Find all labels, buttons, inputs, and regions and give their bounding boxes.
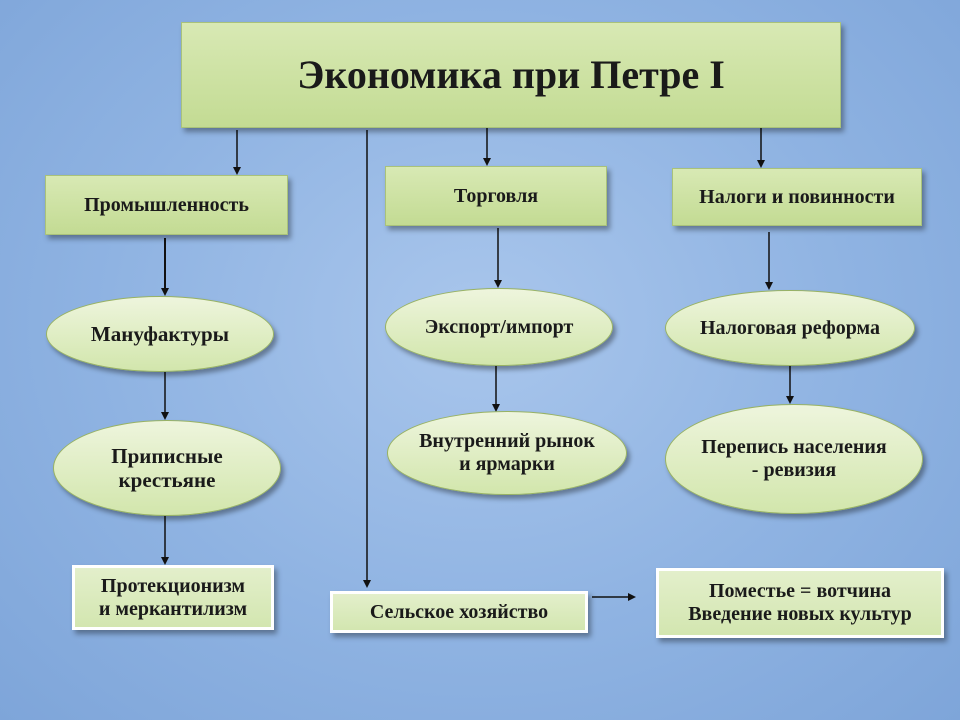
node-estate-label: Поместье = вотчина Введение новых культу…: [688, 580, 912, 625]
node-export-import: Экспорт/импорт: [385, 288, 613, 366]
category-industry-label: Промышленность: [84, 193, 249, 216]
node-tax-reform-label: Налоговая реформа: [699, 316, 881, 339]
category-agriculture: Сельское хозяйство: [330, 591, 588, 633]
node-protectionism-label: Протекционизм и меркантилизм: [98, 574, 248, 620]
node-manufactories-label: Мануфактуры: [90, 321, 230, 346]
node-internal-market: Внутренний рынок и ярмарки: [387, 411, 627, 495]
page-title: Экономика при Петре I: [297, 52, 725, 97]
node-census-label: Перепись населения - ревизия: [701, 436, 887, 481]
node-internal-market-label: Внутренний рынок и ярмарки: [419, 430, 595, 475]
title-box: Экономика при Петре I: [181, 22, 841, 128]
node-protectionism: Протекционизм и меркантилизм: [72, 565, 274, 630]
category-taxes: Налоги и повинности: [672, 168, 922, 226]
category-trade: Торговля: [385, 166, 607, 226]
category-trade-label: Торговля: [453, 184, 539, 207]
category-agriculture-label: Сельское хозяйство: [369, 600, 549, 623]
node-estate: Поместье = вотчина Введение новых культу…: [656, 568, 944, 638]
node-tax-reform: Налоговая реформа: [665, 290, 915, 366]
node-assigned-peasants-label: Приписные крестьяне: [111, 443, 223, 492]
category-industry: Промышленность: [45, 175, 288, 235]
node-census: Перепись населения - ревизия: [665, 404, 923, 514]
node-export-import-label: Экспорт/импорт: [424, 315, 574, 338]
node-assigned-peasants: Приписные крестьяне: [53, 420, 281, 516]
category-taxes-label: Налоги и повинности: [699, 185, 895, 208]
node-manufactories: Мануфактуры: [46, 296, 274, 372]
